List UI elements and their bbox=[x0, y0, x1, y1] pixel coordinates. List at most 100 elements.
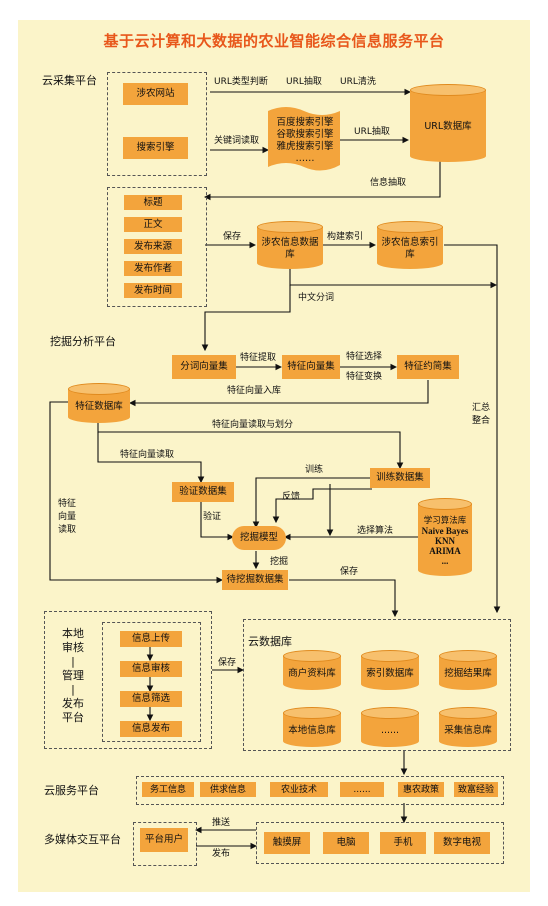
cloud-db-cylinder-label: ...... bbox=[380, 725, 400, 736]
local-flow-item: 信息上传 bbox=[120, 631, 182, 647]
engine-item-line: …… bbox=[295, 153, 315, 164]
service-item: 农业技术 bbox=[270, 782, 328, 797]
url-db-label: URL数据库 bbox=[424, 121, 472, 132]
service-item: 务工信息 bbox=[142, 782, 194, 797]
local-label-line: | bbox=[71, 683, 75, 696]
field-item: 正文 bbox=[124, 217, 182, 232]
collect-sources-group bbox=[107, 72, 207, 176]
local-label-line: 本地 bbox=[62, 627, 84, 640]
push-label: 推送 bbox=[212, 818, 231, 828]
fields-group bbox=[107, 187, 207, 307]
alg-lib-item: Naive Bayes bbox=[421, 526, 469, 536]
feat-read-side-label: 特征向量读取 bbox=[58, 498, 84, 537]
cloud-db-cylinder: 商户资料库 bbox=[283, 650, 341, 690]
train-set-box: 训练数据集 bbox=[370, 468, 430, 488]
cloud-db-cylinder-label: 索引数据库 bbox=[366, 668, 414, 679]
section-cloud-service: 云服务平台 bbox=[44, 784, 99, 797]
publish-label: 发布 bbox=[212, 849, 231, 859]
engine-item-line: 雅虎搜索引擎 bbox=[276, 141, 334, 152]
read-split-label: 特征向量读取与划分 bbox=[212, 420, 294, 430]
feat-store-label: 特征向量入库 bbox=[227, 386, 282, 396]
url-extract2-label: URL抽取 bbox=[354, 127, 390, 137]
feat-transform-label: 特征变换 bbox=[346, 372, 383, 382]
device-item: 手机 bbox=[380, 832, 426, 854]
device-item: 触摸屏 bbox=[264, 832, 310, 854]
section-cloud-collect: 云采集平台 bbox=[42, 74, 97, 87]
local-label-line: 管理 bbox=[62, 669, 84, 682]
read-label: 特征向量读取 bbox=[120, 450, 175, 460]
to-mine-box: 待挖掘数据集 bbox=[222, 570, 288, 590]
local-label-line: 平台 bbox=[62, 711, 84, 724]
service-item: ...... bbox=[340, 782, 384, 797]
cloud-service-group bbox=[136, 776, 504, 805]
summary-line: 整合 bbox=[472, 416, 491, 426]
device-group bbox=[256, 822, 504, 864]
farm-site-box: 涉农网站 bbox=[123, 83, 188, 105]
summary-label: 汇总整合 bbox=[472, 402, 494, 428]
cloud-db-cylinder: 本地信息库 bbox=[283, 707, 341, 747]
summary-line: 汇总 bbox=[472, 403, 491, 413]
alg-lib-item: ... bbox=[441, 556, 449, 566]
field-item: 标题 bbox=[124, 195, 182, 210]
search-engines-doc bbox=[268, 107, 340, 171]
url-clean-label: URL清洗 bbox=[340, 77, 376, 87]
save-label: 保存 bbox=[223, 232, 242, 242]
local-platform-group bbox=[44, 611, 212, 749]
local-flow-item: 信息审核 bbox=[120, 661, 182, 677]
device-item: 数字电视 bbox=[434, 832, 490, 854]
feat-read-side-line: 特征 bbox=[58, 499, 77, 509]
diagram-title: 基于云计算和大数据的农业智能综合信息服务平台 bbox=[103, 32, 445, 50]
section-cloud-db: 云数据库 bbox=[248, 635, 292, 648]
select-alg-label: 选择算法 bbox=[357, 526, 394, 536]
diagram-background bbox=[18, 20, 530, 892]
local-flow-item: 信息筛选 bbox=[120, 691, 182, 707]
index-db-cylinder: 涉农信息索引库 bbox=[377, 221, 443, 269]
cn-seg-label: 中文分词 bbox=[298, 293, 335, 303]
cloud-db-cylinder: 挖掘结果库 bbox=[439, 650, 497, 690]
field-item: 发布来源 bbox=[124, 239, 182, 254]
local-label-line: | bbox=[71, 655, 75, 668]
cloud-db-cylinder: 采集信息库 bbox=[439, 707, 497, 747]
search-engines-list: 百度搜索引擎谷歌搜索引擎雅虎搜索引擎…… bbox=[270, 117, 340, 165]
search-engine-box: 搜索引擎 bbox=[123, 137, 188, 159]
cloud-db-group bbox=[243, 619, 511, 751]
feat-read-side-line: 读取 bbox=[58, 525, 77, 535]
section-mining: 挖掘分析平台 bbox=[50, 335, 116, 348]
field-item: 发布时间 bbox=[124, 283, 182, 298]
model-box: 挖掘模型 bbox=[232, 526, 286, 550]
feat-db-cylinder: 特征数据库 bbox=[68, 383, 130, 423]
feedback-label: 反馈 bbox=[282, 492, 301, 502]
mine-label: 挖掘 bbox=[270, 557, 289, 567]
local-flow-item: 信息发布 bbox=[120, 721, 182, 737]
service-item: 致富经验 bbox=[454, 782, 498, 797]
section-local-platform: 本地审核|管理|发布平台 bbox=[60, 627, 86, 725]
url-db-cylinder: URL数据库 bbox=[410, 84, 486, 162]
platform-user-group bbox=[133, 822, 197, 866]
verify-label: 验证 bbox=[203, 512, 222, 522]
local-flow-group bbox=[102, 622, 201, 742]
reduced-box: 特征约简集 bbox=[397, 355, 459, 379]
info-db-label: 涉农信息数据库 bbox=[261, 237, 319, 260]
alg-lib-item: ARIMA bbox=[429, 546, 461, 556]
feat-vec-box: 特征向量集 bbox=[282, 355, 340, 379]
info-extract-label: 信息抽取 bbox=[370, 178, 407, 188]
cloud-db-cylinder: 索引数据库 bbox=[361, 650, 419, 690]
local-label-line: 审核 bbox=[62, 641, 84, 654]
info-db-cylinder: 涉农信息数据库 bbox=[257, 221, 323, 269]
train-label: 训练 bbox=[305, 465, 324, 475]
keyword-read-label: 关键词读取 bbox=[214, 136, 260, 146]
alg-lib-item: KNN bbox=[435, 536, 455, 546]
valid-set-box: 验证数据集 bbox=[172, 482, 234, 502]
build-index-label: 构建索引 bbox=[327, 232, 364, 242]
url-type-label: URL类型判断 bbox=[214, 77, 268, 87]
platform-user-box: 平台用户 bbox=[140, 828, 188, 852]
index-db-label: 涉农信息索引库 bbox=[381, 237, 439, 260]
seg-vec-box: 分词向量集 bbox=[172, 355, 236, 379]
cloud-db-cylinder-label: 商户资料库 bbox=[288, 668, 336, 679]
feat-select-label: 特征选择 bbox=[346, 352, 383, 362]
feat-db-label: 特征数据库 bbox=[75, 401, 123, 412]
service-item: 惠农政策 bbox=[398, 782, 444, 797]
url-extract-label: URL抽取 bbox=[286, 77, 322, 87]
cloud-db-cylinder-label: 挖掘结果库 bbox=[444, 668, 492, 679]
